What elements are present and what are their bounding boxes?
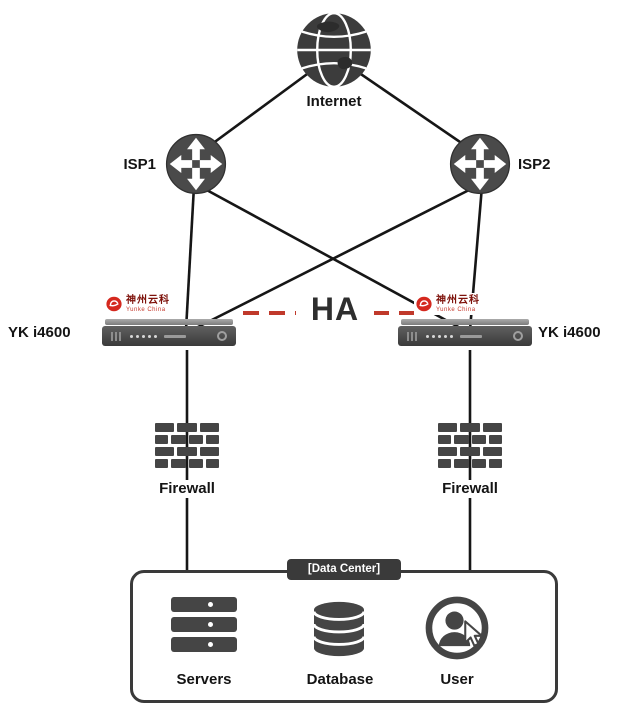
servers-icon bbox=[171, 597, 237, 657]
yunke-swirl-icon bbox=[416, 296, 432, 312]
vent-icon bbox=[111, 331, 123, 341]
drive-slot-icon bbox=[164, 334, 186, 338]
port-leds-icon bbox=[130, 334, 157, 338]
database-label: Database bbox=[306, 671, 374, 688]
adc-appliance-right bbox=[398, 319, 532, 346]
user-icon bbox=[425, 596, 489, 660]
yk-i4600-label-left: YK i4600 bbox=[8, 324, 71, 341]
firewall-label-right: Firewall bbox=[427, 480, 513, 498]
drive-slot-icon bbox=[460, 334, 482, 338]
port-leds-icon bbox=[426, 334, 453, 338]
appliance-front-panel bbox=[398, 326, 532, 346]
appliance-top-panel bbox=[105, 319, 233, 325]
internet-globe-icon bbox=[297, 11, 371, 88]
isp2-router-icon bbox=[449, 133, 511, 195]
yunke-logo-cn: 神州云科 bbox=[126, 294, 170, 306]
yunke-logo-en: Yunke China bbox=[436, 306, 476, 313]
yk-i4600-label-right: YK i4600 bbox=[538, 324, 601, 341]
database-icon bbox=[312, 601, 366, 657]
firewall-icon-left bbox=[155, 423, 219, 471]
adc-appliance-left bbox=[102, 319, 236, 346]
yunke-logo-en: Yunke China bbox=[126, 306, 166, 313]
user-label: User bbox=[440, 671, 474, 688]
yunke-logo-cn: 神州云科 bbox=[436, 294, 480, 306]
isp1-label: ISP1 bbox=[123, 156, 156, 173]
vent-icon bbox=[407, 331, 419, 341]
power-knob-icon bbox=[217, 331, 227, 341]
servers-label: Servers bbox=[176, 671, 232, 688]
power-knob-icon bbox=[513, 331, 523, 341]
firewall-label-left: Firewall bbox=[144, 480, 230, 498]
yunke-logo-left: 神州云科 Yunke China bbox=[106, 293, 170, 315]
internet-label: Internet bbox=[306, 93, 362, 110]
isp1-router-icon bbox=[165, 133, 227, 195]
yunke-swirl-icon bbox=[106, 296, 122, 312]
appliance-front-panel bbox=[102, 326, 236, 346]
yunke-logo-right: 神州云科 Yunke China bbox=[414, 293, 482, 315]
firewall-icon-right bbox=[438, 423, 502, 471]
datacenter-badge: [Data Center] bbox=[287, 559, 401, 580]
ha-link-label: HA bbox=[296, 289, 374, 329]
appliance-top-panel bbox=[401, 319, 529, 325]
isp2-label: ISP2 bbox=[518, 156, 551, 173]
